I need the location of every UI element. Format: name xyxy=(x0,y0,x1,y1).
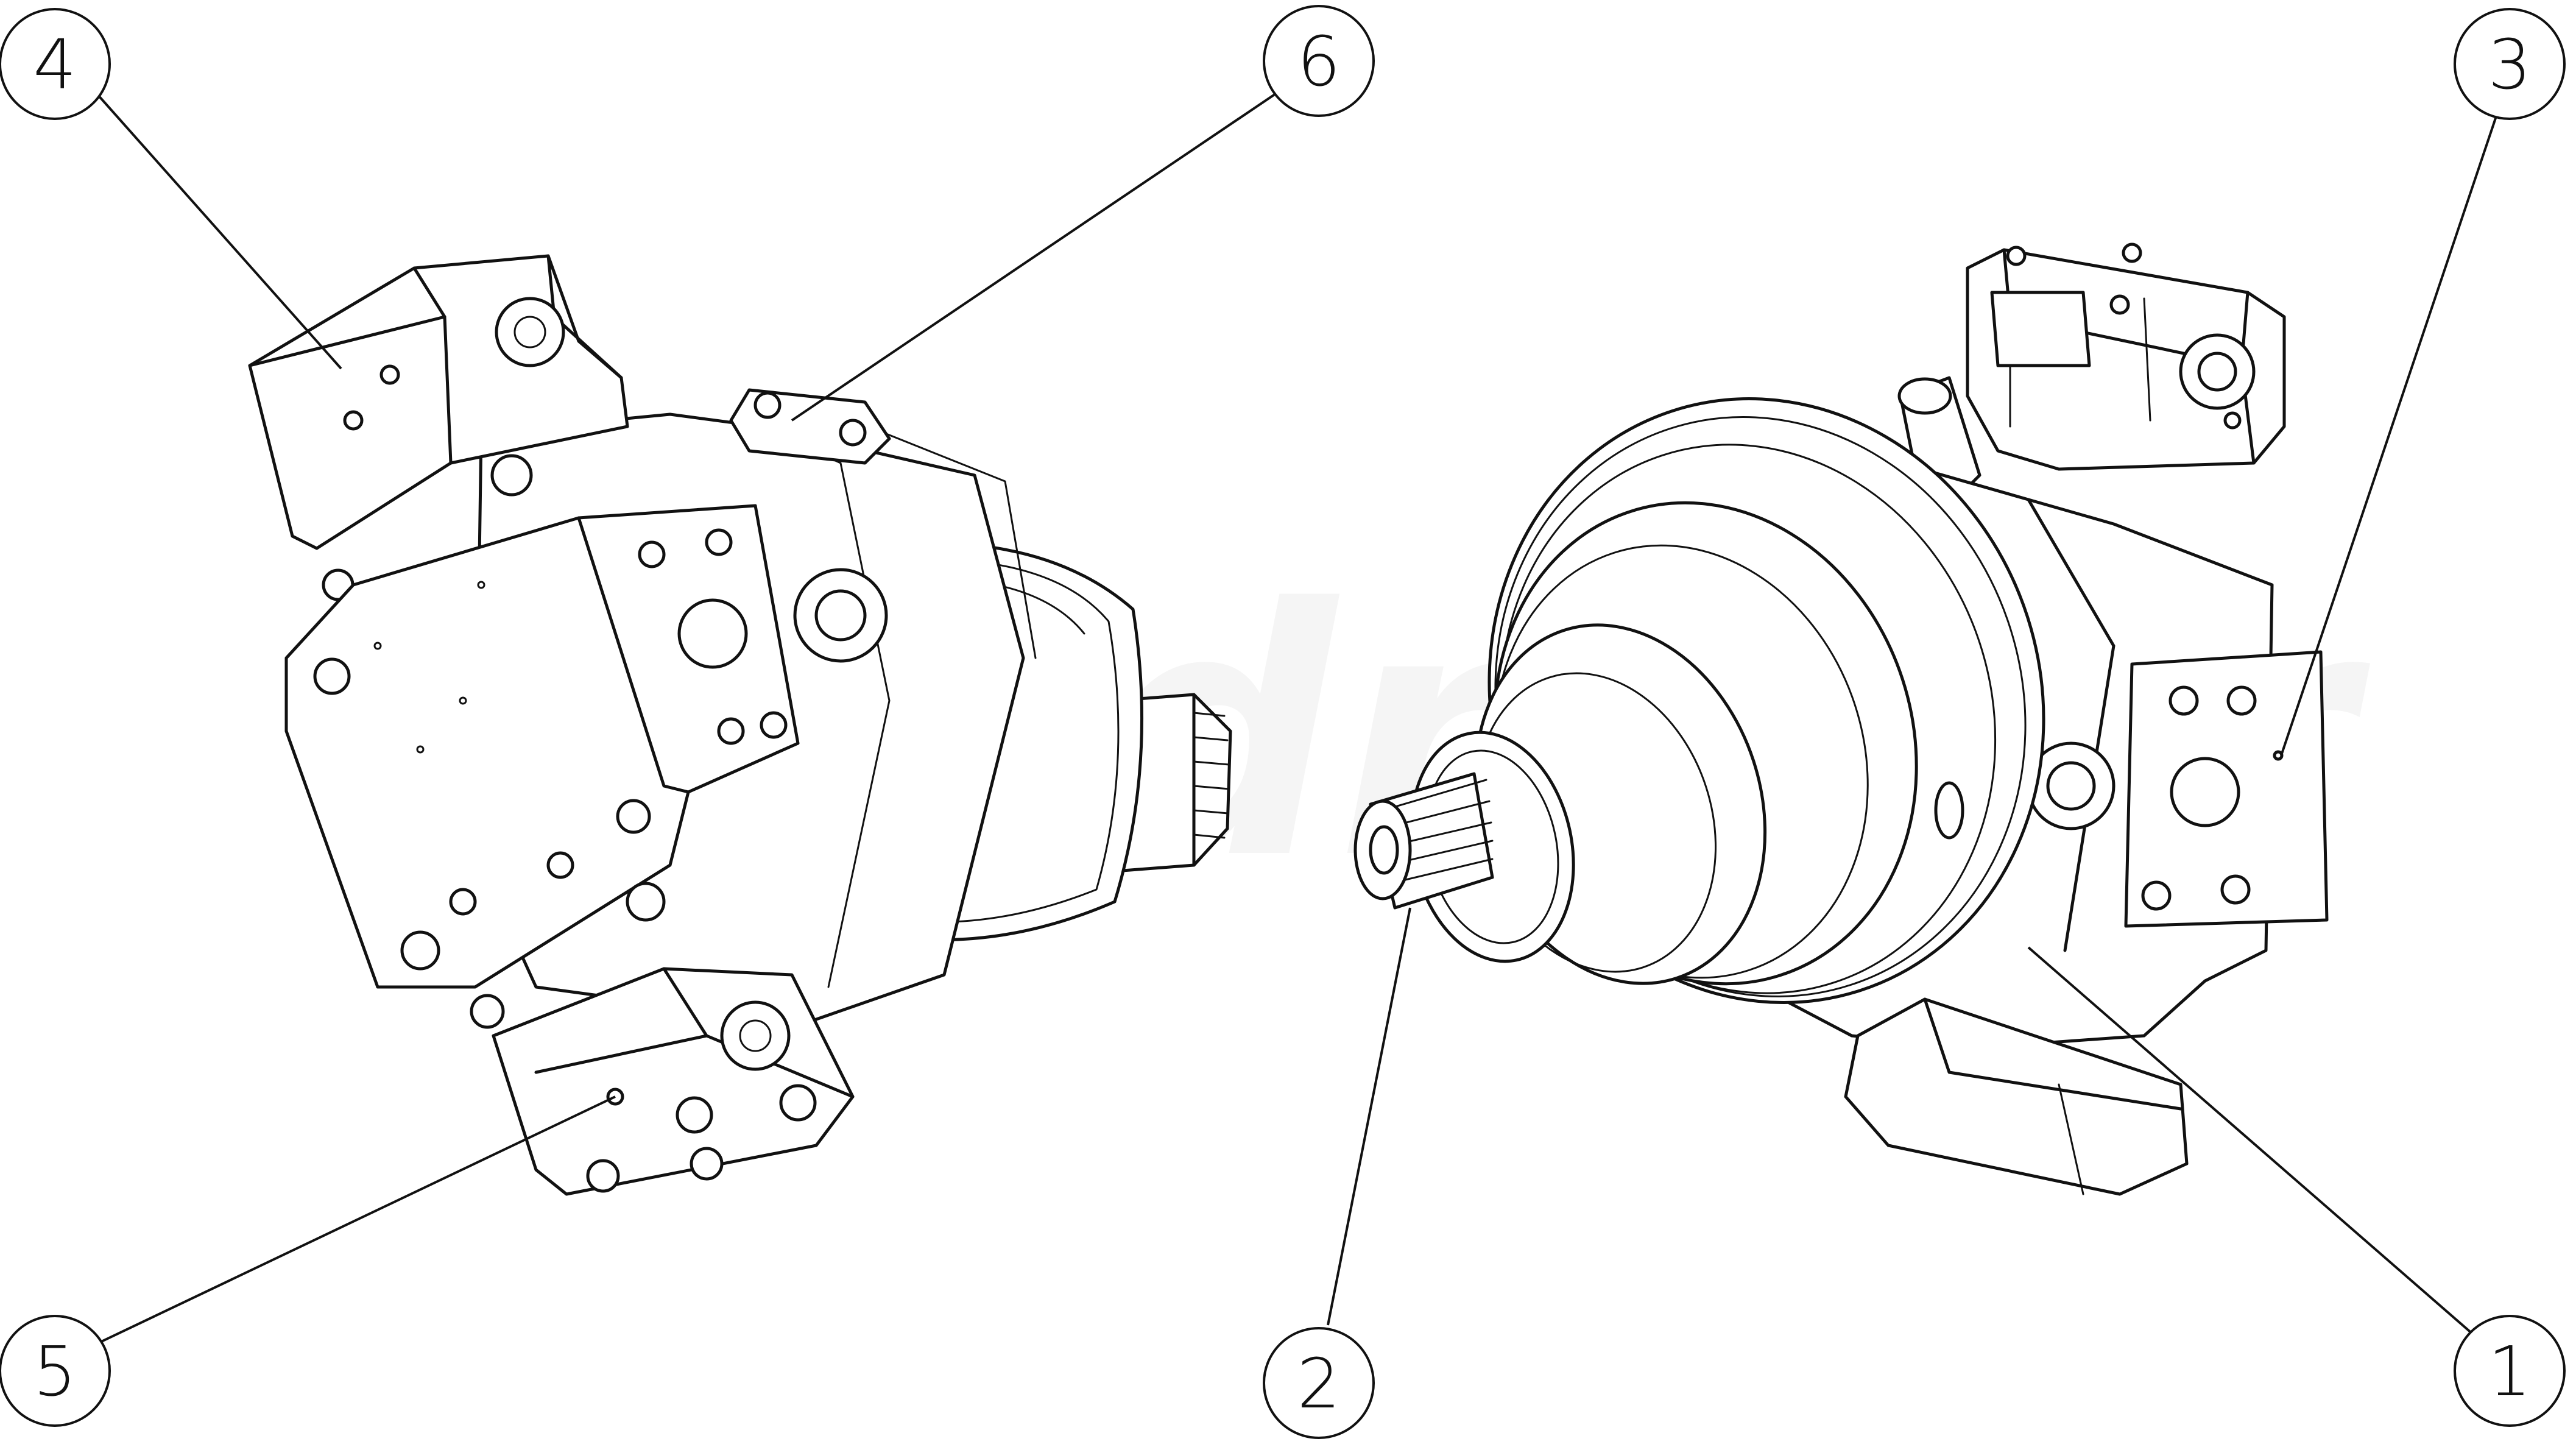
callout-2: 2 xyxy=(1263,907,1411,1439)
callout-1: 1 xyxy=(2027,946,2566,1427)
callout-3-label: 3 xyxy=(2488,26,2531,105)
callout-6-label: 6 xyxy=(1297,23,1340,102)
callout-4-label: 4 xyxy=(33,26,76,105)
callout-5-label: 5 xyxy=(33,1332,76,1412)
callout-2-label: 2 xyxy=(1297,1345,1340,1424)
callout-1-label: 1 xyxy=(2488,1332,2531,1412)
callout-3: 3 xyxy=(2280,8,2566,756)
callout-4: 4 xyxy=(0,8,342,370)
callout-6: 6 xyxy=(791,5,1375,422)
callout-5: 5 xyxy=(0,1095,616,1427)
right-motor-illustration xyxy=(1353,242,2329,1196)
left-motor-illustration xyxy=(248,254,1232,1196)
